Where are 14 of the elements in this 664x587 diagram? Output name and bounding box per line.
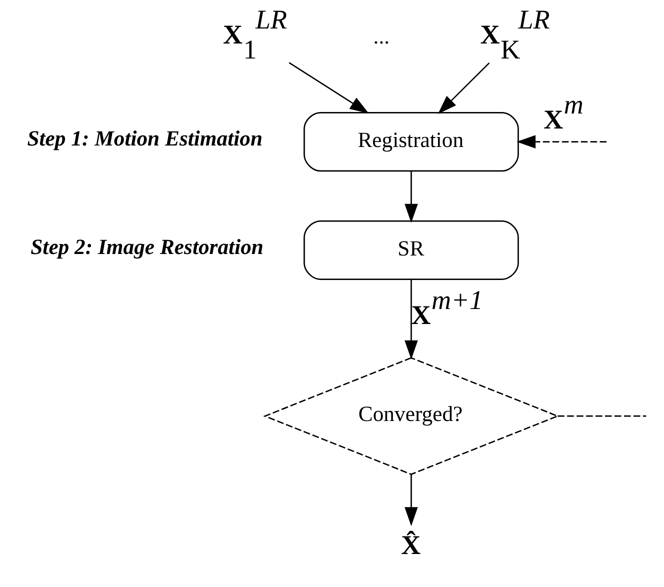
- node-text: X̂: [401, 530, 421, 560]
- connector: [558, 415, 646, 417]
- arrow: [404, 171, 418, 223]
- node-box: SR: [304, 220, 519, 280]
- node-label: Step 2: Image Restoration: [30, 234, 264, 259]
- arrow: [288, 62, 369, 114]
- node-diamond: Converged?: [263, 357, 560, 476]
- node-label: Step 1: Motion Estimation: [27, 126, 263, 151]
- arrow: [516, 135, 607, 148]
- arrow: [404, 280, 418, 360]
- label: ...: [373, 24, 390, 48]
- arrow: [404, 474, 418, 526]
- node-box: Registration: [304, 112, 519, 172]
- arrow: [438, 62, 490, 114]
